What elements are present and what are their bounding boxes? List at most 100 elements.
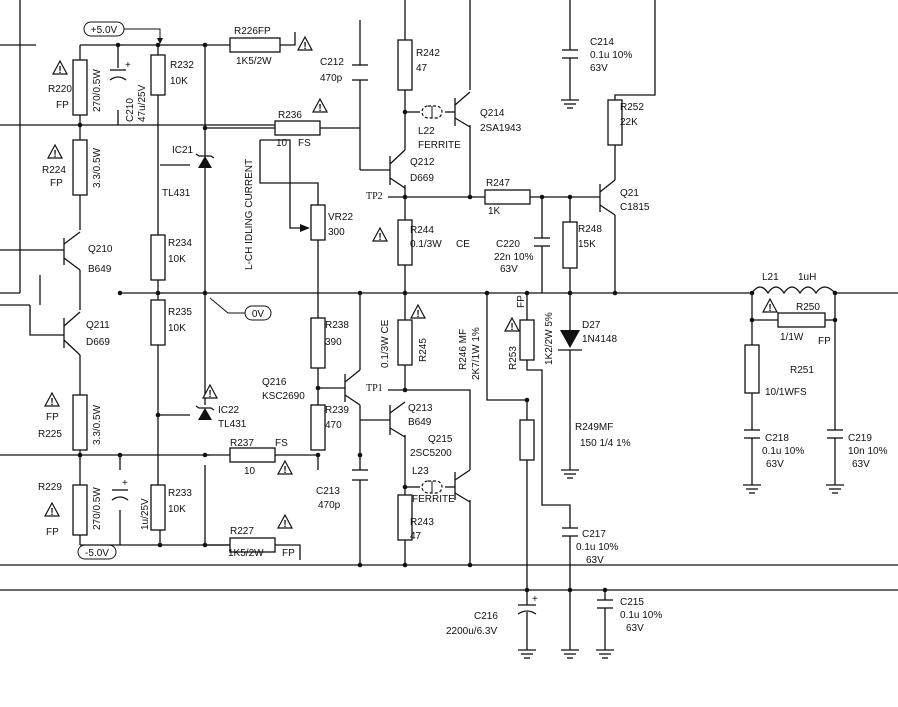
Q216: Q216 KSC2690 [262,369,361,406]
R246: R246 MF 2K7/1W 1% [458,327,482,380]
R243: R243 47 [397,494,434,542]
C218: C218 0.1u 10% 63V [742,429,804,494]
R247-ref: R247 [486,178,510,189]
C216-ref: C216 [474,611,498,622]
R236-note: FS [298,138,311,149]
VR22: VR22 300 L-CH IDLING CURRENT [244,159,353,270]
R252: R252 22K [607,99,644,146]
VR22-value: 300 [328,227,345,238]
svg-text:+: + [125,60,131,71]
TP2-ref: TP2 [366,191,383,202]
R229-ref: R229 [38,482,62,493]
TP1-ref: TP1 [366,383,383,394]
rail-pos5: +5.0V [83,21,163,44]
R252-ref: R252 [620,102,644,113]
C211: + 1u/25V [111,478,151,530]
R247-value: 1K [488,206,501,217]
R226-ref: R226FP [234,26,271,37]
R239-value: 470 [325,420,342,431]
R227-note: FP [282,548,295,559]
R244-note: CE [456,239,470,250]
R220-ref: R220 [48,84,72,95]
R237-value: 10 [244,466,256,477]
Q214: Q214 2SA1943 [454,91,522,134]
C217-value: 0.1u 10% [576,542,618,553]
C219-volt: 63V [852,459,870,470]
rail-pos5-label: +5.0V [91,25,118,36]
C220: C220 22n 10% 63V [494,237,550,275]
L22: L22 FERRITE [418,105,461,151]
R229-note: FP [46,527,59,538]
Q21: Q21 C1815 [599,179,650,216]
R251-ref: R251 [790,365,814,376]
C210: + C210 47u/25V [109,60,148,122]
R239: R239 470 [310,404,349,451]
VR22-ref: VR22 [328,212,353,223]
idling-label: L-CH IDLING CURRENT [244,159,255,270]
Q214-part: 2SA1943 [480,123,522,134]
R227-ref: R227 [230,526,254,537]
C218-ref: C218 [765,433,789,444]
R226: R226FP 1K5/2W [229,26,313,67]
Q210-part: B649 [88,264,112,275]
L22-ref: L22 [418,126,435,137]
R235: R235 10K [150,299,192,346]
R248: R248 15K [562,221,602,269]
L23-part: FERRITE [412,494,455,505]
C212-value: 470p [320,73,343,84]
R235-ref: R235 [168,307,192,318]
C214-ref: C214 [590,37,614,48]
R238-value: 390 [325,337,342,348]
R225-note: FP [46,412,59,423]
C215: C215 0.1u 10% 63V [595,597,662,659]
R235-value: 10K [168,323,186,334]
R224-ref: R224 [42,165,66,176]
C216-value: 2200u/6.3V [446,626,497,637]
Q215-part: 2SC5200 [410,448,452,459]
R233-ref: R233 [168,488,192,499]
IC22: IC22 TL431 [195,384,247,430]
C218-volt: 63V [766,459,784,470]
C215-volt: 63V [626,623,644,634]
R245-value: 0.1/3W CE [380,319,391,368]
R238: R238 390 [310,317,349,369]
C217: C217 0.1u 10% 63V [560,527,618,659]
IC21: IC21 TL431 [162,135,215,199]
C216: + C216 2200u/6.3V [446,594,538,659]
R242-value: 47 [416,63,428,74]
R225: FP R225 3.3/0.5W [38,392,103,451]
D27-part: 1N4148 [582,334,617,345]
Q214-ref: Q214 [480,108,505,119]
Q212: Q212 D669 [389,149,435,189]
R232: R232 10K [150,54,194,96]
R252-value: 22K [620,117,638,128]
R249-ref: R249MF [575,422,613,433]
C220-ref: C220 [496,239,520,250]
R253-ref: R253 [508,346,519,370]
Q212-ref: Q212 [410,157,435,168]
R236-value: 10 [276,138,288,149]
Q21-ref: Q21 [620,188,639,199]
R239-ref: R239 [325,405,349,416]
Q21-part: C1815 [620,202,650,213]
C213-ref: C213 [316,486,340,497]
R250-note: FP [818,336,831,347]
R227-value: 1K5/2W [228,548,264,559]
C210-ref: C210 [125,98,136,122]
main-wiring [0,0,898,650]
R226-value: 1K5/2W [236,56,272,67]
rail-neg5: -5.0V [77,544,117,560]
R248-value: 15K [578,239,596,250]
R229: R229 FP 270/0.5W [38,482,103,538]
R251: R251 10/1WFS [744,344,814,398]
IC21-part: TL431 [162,188,191,199]
R236-ref: R236 [278,110,302,121]
Q211-ref: Q211 [86,320,110,331]
C212: C212 470p [320,57,368,84]
R250-ref: R250 [796,302,820,313]
R245: 0.1/3W CE R245 [380,304,429,368]
L21: L21 1uH [751,272,836,315]
D27-ref: D27 [582,320,601,331]
R237: R237 FS 10 [229,438,293,477]
L22-part: FERRITE [418,140,461,151]
